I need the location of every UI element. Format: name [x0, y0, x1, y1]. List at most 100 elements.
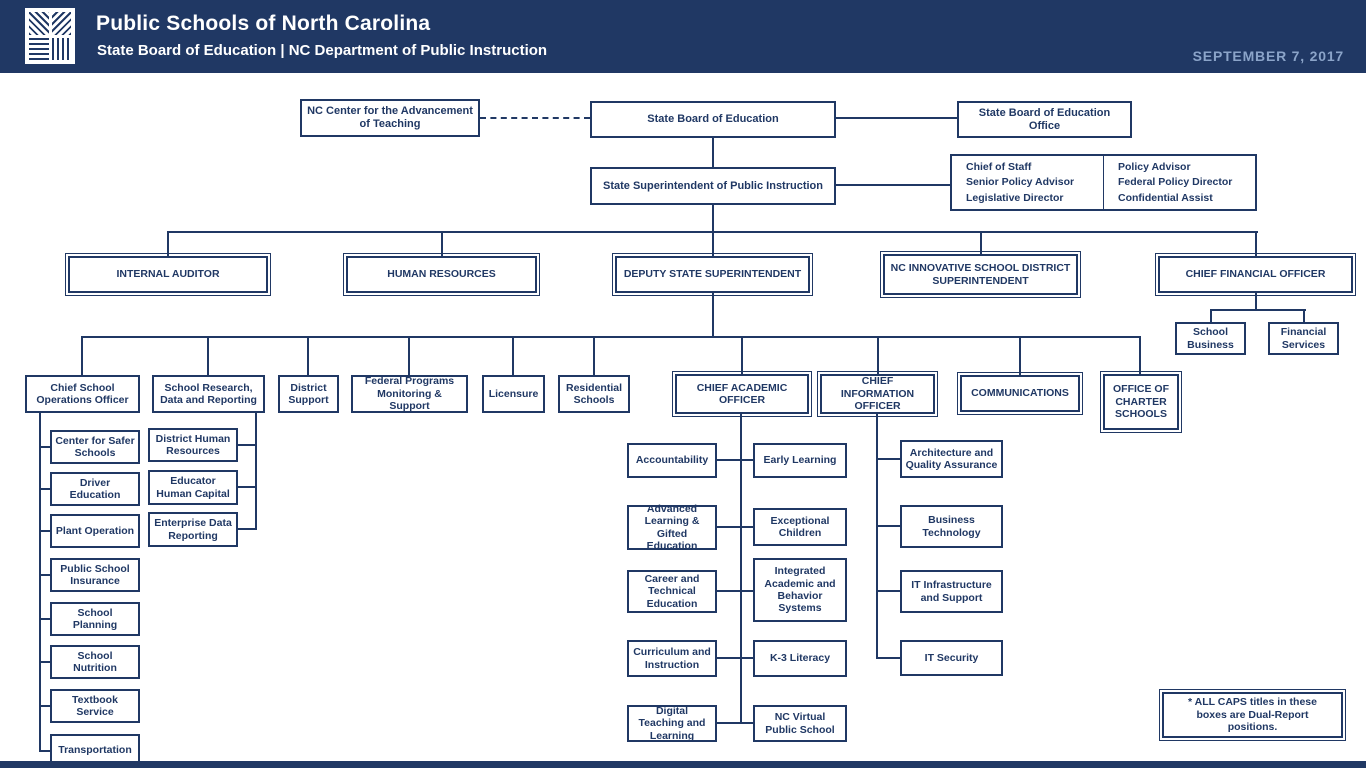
- box-architecture-quality-assurance: Architecture and Quality Assurance: [900, 440, 1003, 478]
- connector-line: [41, 488, 50, 490]
- box-office-of-charter-schools: OFFICE OF CHARTER SCHOOLS: [1100, 371, 1182, 433]
- staff-role-policy-advisor: Policy Advisor: [1118, 160, 1191, 173]
- connector-line: [712, 293, 714, 338]
- logo-quadrant: [51, 12, 71, 35]
- connector-line: [408, 336, 410, 375]
- connector-line: [167, 231, 169, 256]
- box-residential-schools: Residential Schools: [558, 375, 630, 413]
- box-district-human-resources: District Human Resources: [148, 428, 238, 462]
- connector-line: [207, 336, 209, 375]
- staff-column-1: Chief of Staff Senior Policy Advisor Leg…: [952, 161, 1103, 204]
- connector-line: [836, 184, 950, 186]
- box-nc-center-advancement-teaching: NC Center for the Advancement of Teachin…: [300, 99, 480, 137]
- staff-role-senior-policy-advisor: Senior Policy Advisor: [966, 176, 1075, 189]
- connector-line: [717, 722, 753, 724]
- logo-quadrant: [51, 37, 71, 60]
- box-curriculum-instruction: Curriculum and Instruction: [627, 640, 717, 677]
- connector-line: [238, 486, 255, 488]
- box-state-board-of-education: State Board of Education: [590, 101, 836, 138]
- connector-line: [1303, 309, 1305, 322]
- connector-line: [741, 336, 743, 374]
- superintendent-staff-box: Chief of Staff Senior Policy Advisor Leg…: [950, 154, 1257, 211]
- connector-line: [41, 661, 50, 663]
- connector-line: [41, 618, 50, 620]
- box-chief-school-operations-officer: Chief School Operations Officer: [25, 375, 140, 413]
- box-career-technical-education: Career and Technical Education: [627, 570, 717, 613]
- dashed-connector-line: [480, 117, 590, 119]
- box-textbook-service: Textbook Service: [50, 689, 140, 723]
- connector-line: [41, 750, 50, 752]
- connector-line: [717, 657, 753, 659]
- connector-line: [717, 590, 753, 592]
- box-integrated-academic-behavior-systems: Integrated Academic and Behavior Systems: [753, 558, 847, 622]
- box-communications: COMMUNICATIONS: [957, 372, 1083, 415]
- connector-line: [39, 413, 41, 752]
- box-nc-innovative-school-district-superintendent: NC INNOVATIVE SCHOOL DISTRICT SUPERINTEN…: [880, 251, 1081, 298]
- box-internal-auditor: INTERNAL AUDITOR: [65, 253, 271, 296]
- connector-line: [712, 231, 714, 256]
- box-chief-financial-officer: CHIEF FINANCIAL OFFICER: [1155, 253, 1356, 296]
- box-plant-operation: Plant Operation: [50, 514, 140, 548]
- box-center-for-safer-schools: Center for Safer Schools: [50, 430, 140, 464]
- box-financial-services: Financial Services: [1268, 322, 1339, 355]
- box-educator-human-capital: Educator Human Capital: [148, 470, 238, 505]
- connector-line: [878, 525, 900, 527]
- box-federal-programs-monitoring-support: Federal Programs Monitoring & Support: [351, 375, 468, 413]
- box-business-technology: Business Technology: [900, 505, 1003, 548]
- box-licensure: Licensure: [482, 375, 545, 413]
- connector-line: [41, 446, 50, 448]
- box-school-planning: School Planning: [50, 602, 140, 636]
- box-early-learning: Early Learning: [753, 443, 847, 478]
- box-human-resources: HUMAN RESOURCES: [343, 253, 540, 296]
- connector-line: [441, 231, 443, 256]
- connector-line: [712, 205, 714, 233]
- box-driver-education: Driver Education: [50, 472, 140, 506]
- box-nc-virtual-public-school: NC Virtual Public School: [753, 705, 847, 742]
- connector-line: [878, 657, 900, 659]
- box-chief-academic-officer: CHIEF ACADEMIC OFFICER: [672, 371, 812, 417]
- date-label: SEPTEMBER 7, 2017: [1192, 48, 1344, 64]
- box-school-business: School Business: [1175, 322, 1246, 355]
- connector-line: [1139, 336, 1141, 374]
- connector-line: [878, 458, 900, 460]
- connector-line: [512, 336, 514, 375]
- connector-line: [81, 336, 1141, 338]
- staff-role-federal-policy-director: Federal Policy Director: [1118, 176, 1233, 189]
- box-advanced-learning-gifted-education: Advanced Learning & Gifted Education: [627, 503, 717, 552]
- staff-role-confidential-assist: Confidential Assist: [1118, 191, 1213, 204]
- connector-line: [712, 138, 714, 167]
- connector-line: [307, 336, 309, 375]
- connector-line: [41, 574, 50, 576]
- connector-line: [238, 444, 255, 446]
- connector-line: [717, 526, 753, 528]
- connector-line: [81, 336, 83, 375]
- page-title: Public Schools of North Carolina: [96, 12, 431, 35]
- connector-line: [876, 414, 878, 659]
- staff-column-2: Policy Advisor Federal Policy Director C…: [1104, 161, 1255, 204]
- staff-role-chief-of-staff: Chief of Staff: [966, 160, 1032, 173]
- box-k3-literacy: K-3 Literacy: [753, 640, 847, 677]
- box-deputy-state-superintendent: DEPUTY STATE SUPERINTENDENT: [612, 253, 813, 296]
- connector-line: [1255, 231, 1257, 256]
- staff-role-legislative-director: Legislative Director: [966, 191, 1064, 204]
- connector-line: [593, 336, 595, 375]
- connector-line: [878, 590, 900, 592]
- staff-divider: [1103, 156, 1104, 209]
- connector-line: [836, 117, 957, 119]
- box-exceptional-children: Exceptional Children: [753, 508, 847, 546]
- header: Public Schools of North Carolina State B…: [0, 0, 1366, 73]
- footer-strip: [0, 761, 1366, 768]
- connector-line: [1210, 309, 1212, 322]
- page-subtitle: State Board of Education | NC Department…: [97, 42, 548, 59]
- box-digital-teaching-learning: Digital Teaching and Learning: [627, 705, 717, 742]
- connector-line: [1210, 309, 1306, 311]
- box-public-school-insurance: Public School Insurance: [50, 558, 140, 592]
- connector-line: [41, 705, 50, 707]
- connector-line: [41, 530, 50, 532]
- box-state-superintendent: State Superintendent of Public Instructi…: [590, 167, 836, 205]
- connector-line: [1255, 293, 1257, 311]
- box-state-board-education-office: State Board of Education Office: [957, 101, 1132, 138]
- box-school-research-data-reporting: School Research, Data and Reporting: [152, 375, 265, 413]
- box-it-security: IT Security: [900, 640, 1003, 676]
- box-district-support: District Support: [278, 375, 339, 413]
